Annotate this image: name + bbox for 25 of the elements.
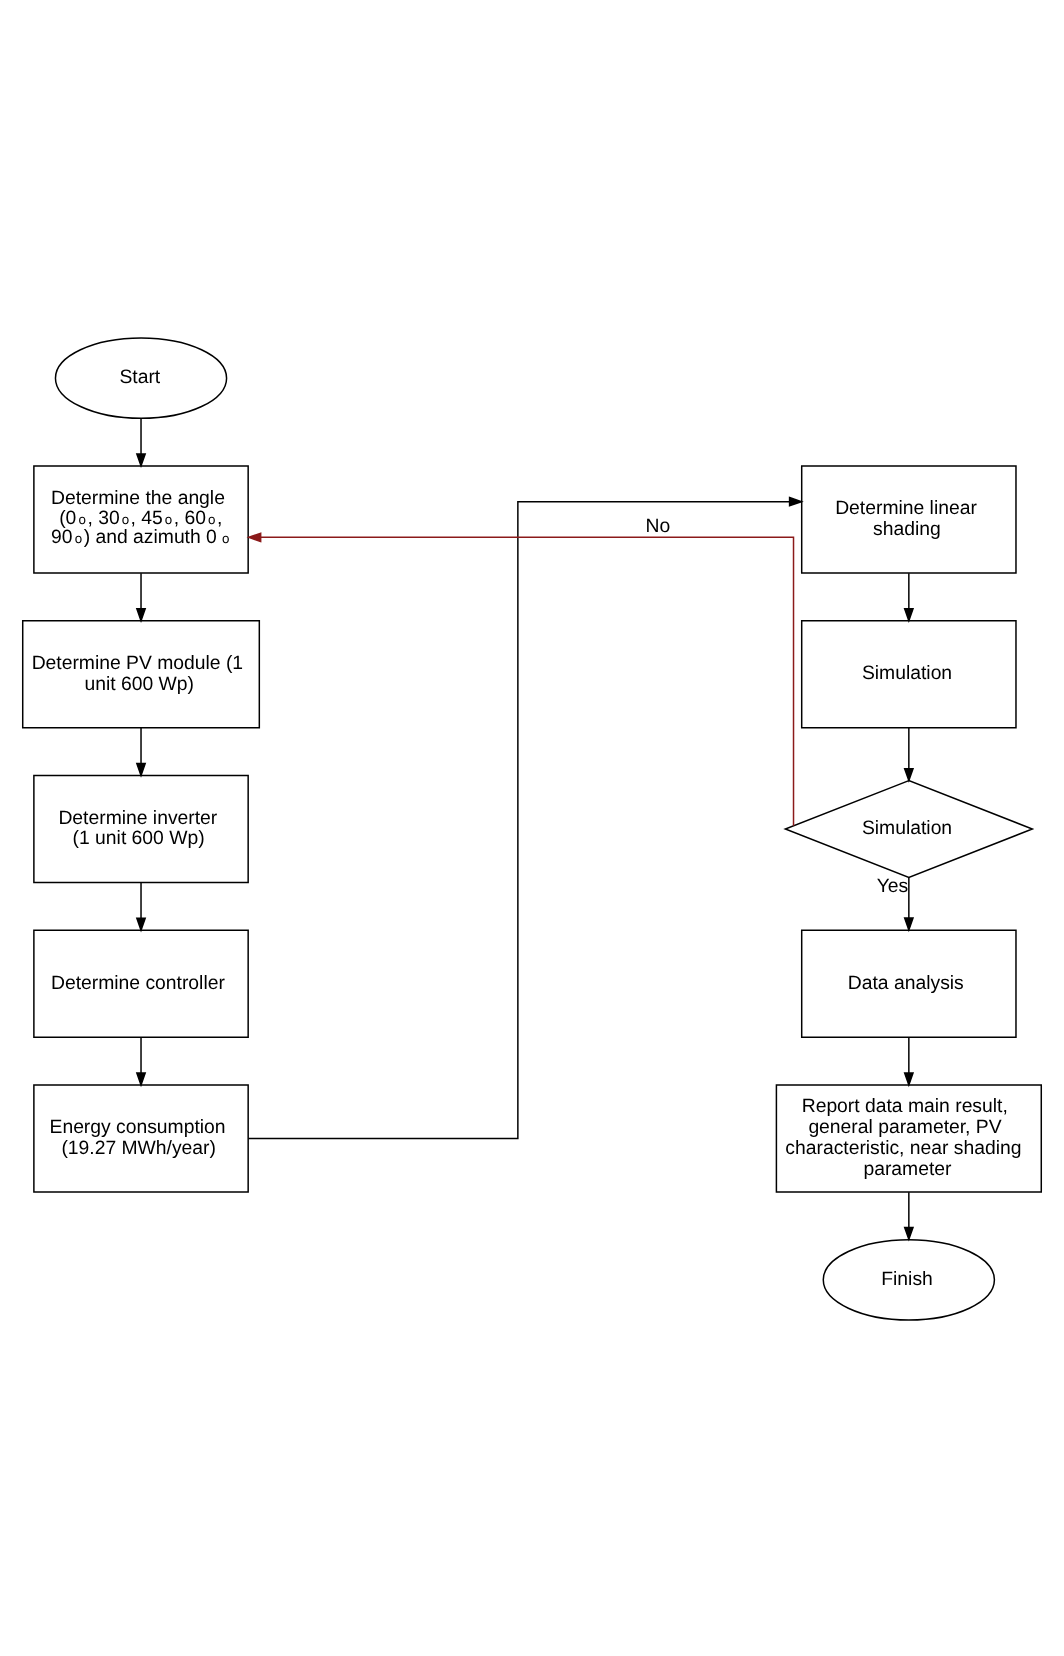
arrow: [903, 1190, 915, 1241]
node-diamond: Simulation: [783, 778, 1035, 878]
node-box: Report data main result, general parameter, PV characteristic, near shading parameter: [775, 1083, 1043, 1192]
node-ellipse: Finish: [822, 1237, 996, 1320]
edge-label: No: [645, 514, 671, 537]
arrow: [135, 880, 147, 932]
edge-label: Yes: [876, 875, 909, 898]
node-box: Determine inverter (1 unit 600 Wp): [33, 773, 249, 883]
arrow: [135, 571, 147, 622]
arrow: [135, 726, 147, 777]
node-box: Energy consumption (19.27 MWh/year): [33, 1083, 249, 1192]
arrow: [903, 571, 915, 622]
arrow: [903, 875, 915, 932]
arrow: [135, 1035, 147, 1087]
arrow: [903, 1035, 915, 1087]
node-ellipse: Start: [54, 336, 228, 419]
arrow: [246, 531, 795, 826]
node-box: Determine controller: [33, 928, 249, 1038]
arrow: [135, 416, 147, 468]
arrow: [247, 495, 804, 1139]
node-box: Determine PV module (1 unit 600 Wp): [21, 618, 261, 728]
node-box: Simulation: [800, 618, 1017, 728]
node-box: Data analysis: [800, 928, 1017, 1038]
node-box: Determine linear shading: [800, 464, 1017, 573]
arrow: [903, 726, 915, 782]
